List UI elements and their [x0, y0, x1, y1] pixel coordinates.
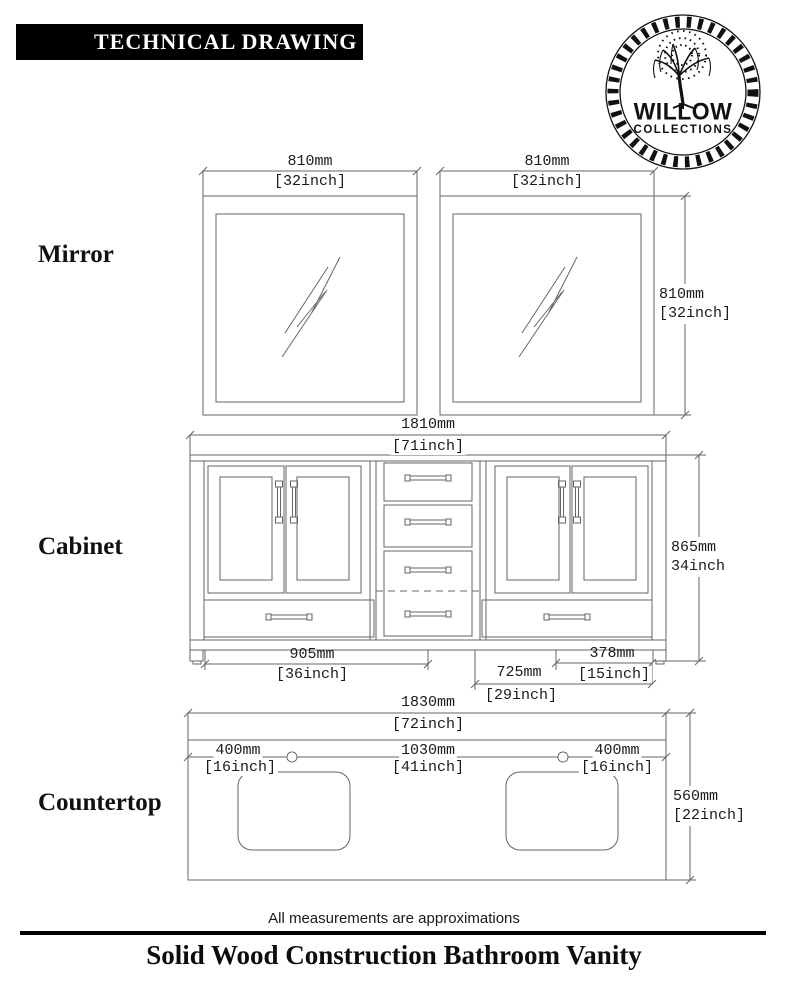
section-label-mirror: Mirror [38, 241, 114, 268]
dim-mirror-left-width-mm: 810mm [287, 153, 333, 170]
cabinet-carcass [189, 454, 667, 651]
bottom-drawers [203, 599, 653, 638]
door-handles [275, 480, 581, 524]
cabinet-doors [207, 465, 649, 594]
dim-mirror-left-width-in: [32inch] [273, 173, 347, 190]
brand-logo: WILLOW COLLECTIONS [603, 12, 763, 172]
faucet-holes [286, 751, 569, 763]
dim-counter-depth-mm: 560mm [673, 788, 719, 805]
dim-counter-center-mm: 1030mm [398, 742, 458, 759]
logo-sub-text: COLLECTIONS [633, 124, 733, 136]
dim-mirror-right-width-in: [32inch] [510, 173, 584, 190]
dim-cabinet-left-mm: 905mm [289, 646, 335, 663]
dim-cabinet-width-mm: 1810mm [400, 416, 456, 433]
dim-lines-cabinet-width [189, 434, 667, 455]
dim-counter-width-mm: 1830mm [400, 694, 456, 711]
mirror-left [202, 195, 418, 416]
banner: TECHNICAL DRAWING [16, 24, 363, 60]
dim-mirror-height: 810mm [32inch] [656, 284, 735, 324]
mirror-reflection-lines [281, 256, 578, 358]
dimension-ticks [183, 166, 704, 885]
mirror-right [439, 195, 655, 416]
dim-counter-left-in: [16inch] [201, 759, 279, 776]
dim-cabinet-height: 865mm 34inch [668, 537, 729, 577]
dim-mirror-height-mm: 810mm [659, 286, 705, 303]
dim-cabinet-left-in: [36inch] [275, 666, 349, 683]
dim-counter-center-in: [41inch] [389, 759, 467, 776]
dim-cabinet-right-in: [15inch] [575, 666, 653, 683]
willow-tree-icon [605, 14, 761, 170]
dim-cabinet-width-in: [71inch] [389, 438, 467, 455]
dim-mirror-right-width-mm: 810mm [524, 153, 570, 170]
dim-cabinet-middle-in: [29inch] [484, 687, 558, 704]
countertop-outline [187, 712, 667, 881]
dim-lines-mirror-width [202, 170, 655, 196]
footer-divider [20, 931, 766, 935]
dim-counter-right-in: [16inch] [578, 759, 656, 776]
product-title: Solid Wood Construction Bathroom Vanity [146, 940, 642, 970]
approximation-note: All measurements are approximations [268, 910, 520, 927]
sink-cutouts [237, 771, 619, 851]
dim-counter-left-mm: 400mm [213, 742, 263, 759]
dim-counter-depth-in: [22inch] [673, 807, 746, 824]
dim-cabinet-height-mm: 865mm [671, 539, 717, 556]
center-drawers [376, 462, 480, 637]
dim-cabinet-height-in: 34inch [671, 558, 726, 575]
dim-counter-width-in: [72inch] [389, 716, 467, 733]
dim-mirror-height-in: [32inch] [659, 305, 732, 322]
dim-cabinet-middle-mm: 725mm [494, 664, 544, 681]
dim-cabinet-right-mm: 378mm [589, 645, 635, 662]
banner-title: TECHNICAL DRAWING [94, 29, 358, 54]
logo-brand-text: WILLOW [633, 97, 733, 125]
section-label-cabinet: Cabinet [38, 533, 123, 560]
dim-counter-depth: 560mm [22inch] [670, 786, 749, 826]
section-label-countertop: Countertop [38, 789, 162, 816]
cabinet-feet [189, 649, 667, 665]
dim-counter-right-mm: 400mm [592, 742, 642, 759]
